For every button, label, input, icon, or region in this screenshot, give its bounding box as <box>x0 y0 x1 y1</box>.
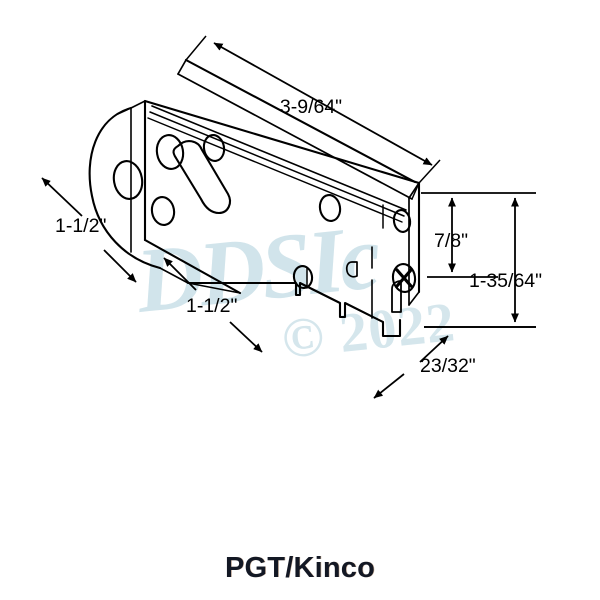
part-title: PGT/Kinco <box>224 552 376 584</box>
mounting-hole-1 <box>112 160 144 200</box>
bracket-top-flange-far-edge <box>184 58 417 184</box>
thickness-arrow-lower <box>373 373 405 399</box>
dimension-label-left-height: 1-1/2" <box>55 215 106 237</box>
dimension-label-lower-width: 1-1/2" <box>186 295 237 317</box>
mounting-hole-7 <box>392 209 412 233</box>
screw-cross-slot-2 <box>395 268 413 288</box>
dimension-label-thickness: 23/32" <box>420 355 476 377</box>
bracket-top-flange-near-edge <box>177 73 413 200</box>
length-extension-line-right <box>418 159 441 184</box>
bracket-right-end-bottom <box>408 291 420 306</box>
length-extension-line-left <box>185 35 207 61</box>
bracket-nose-round-outer <box>88 106 162 270</box>
bracket-top-flange-left-end <box>177 59 187 75</box>
dimension-thickness <box>373 326 536 399</box>
lower-width-arrow-upper <box>163 257 197 291</box>
dimension-left-height <box>41 177 137 283</box>
bracket-right-return-lip <box>411 182 420 200</box>
bracket-channel-inner-line-3 <box>147 117 403 223</box>
dimension-label-inner-height: 7/8" <box>434 230 468 252</box>
adjustment-slot <box>172 140 232 215</box>
dimension-label-length: 3-9/64" <box>280 96 342 118</box>
mounting-hole-5 <box>318 194 342 222</box>
screw-head-outline <box>391 263 417 293</box>
bracket-nose-top-connector <box>130 100 146 109</box>
left-height-arrow-lower <box>103 249 137 283</box>
dimension-lower-width <box>163 257 263 353</box>
bracket-lower-return-tab <box>391 280 402 313</box>
thickness-arrow-upper <box>419 335 449 363</box>
mounting-hole-6 <box>292 265 314 289</box>
dimension-length <box>185 35 441 184</box>
mounting-hole-2 <box>155 134 185 170</box>
bracket-front-thickness-line <box>187 282 241 294</box>
watermark-brand: DDSIc <box>130 205 384 332</box>
left-height-arrow-upper <box>41 177 83 217</box>
watermark-group: DDSIc © 2022 <box>130 205 458 371</box>
lower-width-arrow-lower <box>229 321 263 353</box>
bracket-web-bottom-edge <box>143 238 242 295</box>
bracket-nose-top-tab <box>117 107 132 115</box>
length-dimension-line <box>213 42 433 166</box>
bracket-stamped-dimple <box>345 261 358 278</box>
mounting-hole-4 <box>150 196 176 226</box>
phillips-screw <box>391 263 417 293</box>
dimension-label-overall-height: 1-35/64" <box>469 270 542 292</box>
bracket-bottom-edge-with-tabs <box>186 281 402 338</box>
bracket-nose-bottom-connector <box>159 267 189 284</box>
